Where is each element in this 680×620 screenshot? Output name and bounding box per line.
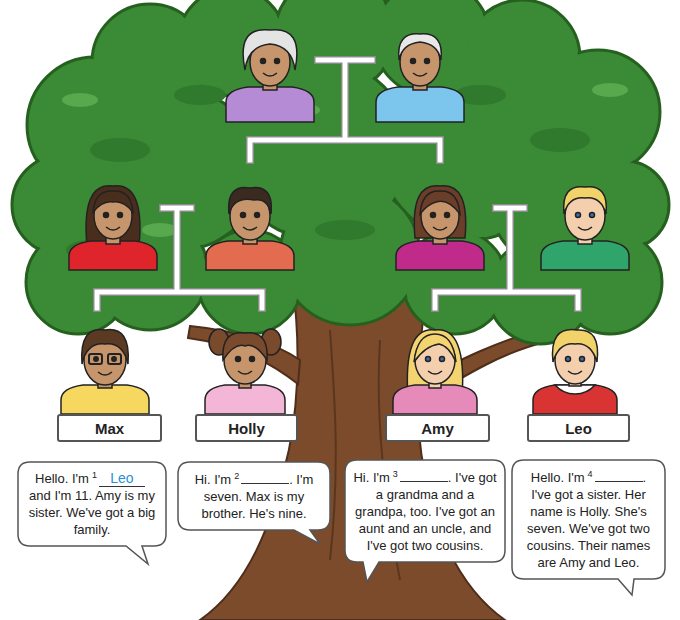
question-number: 2 (234, 471, 239, 481)
name-label: Amy (421, 420, 454, 437)
question-number: 4 (588, 469, 593, 479)
answer-blank (400, 468, 448, 482)
answer-text: Leo (110, 470, 133, 486)
question-number: 1 (92, 470, 97, 480)
name-plate: Holly (195, 414, 298, 442)
answer-blank (241, 470, 289, 484)
speech-bubble: Hello. I'm4. I've got a sister. Her name… (512, 460, 665, 579)
bubble-text: Hello. I'm1 Leo and I'm 11. Amy is my sist… (18, 462, 166, 546)
answer-blank: Leo (99, 471, 145, 487)
bubble-text: Hello. I'm4. I've got a sister. Her name… (512, 460, 665, 579)
name-label: Leo (565, 420, 592, 437)
bubble-text-line: Hello. I'm (531, 470, 585, 485)
answer-blank (595, 468, 643, 482)
name-plate: Max (57, 414, 162, 442)
bubble-shape (178, 462, 330, 544)
name-label: Holly (228, 420, 265, 437)
bubble-text: Hi. I'm3. I've got a grandma and a grand… (345, 460, 505, 562)
bubble-text-line: Hi. I'm (353, 470, 389, 485)
question-number: 3 (393, 469, 398, 479)
bubble-shape (512, 460, 665, 595)
bubble-text-line: Hi. I'm (195, 472, 231, 487)
name-plate: Leo (527, 414, 630, 442)
bubble-shape (18, 462, 166, 564)
name-label: Max (95, 420, 124, 437)
speech-bubble: Hi. I'm3. I've got a grandma and a grand… (345, 460, 505, 562)
name-plate: Amy (385, 414, 490, 442)
bubble-text: Hi. I'm2. I'm seven. Max is my brother. … (178, 462, 330, 530)
speech-bubble: Hi. I'm2. I'm seven. Max is my brother. … (178, 462, 330, 530)
speech-bubble: Hello. I'm1 Leo and I'm 11. Amy is my sist… (18, 462, 166, 546)
bubble-text-line: and I'm 11. Amy is my sister. We've got … (29, 488, 156, 537)
bubble-shape (345, 460, 505, 582)
bubble-text-line: . I've got a sister. Her name is Holly. … (527, 470, 650, 570)
bubble-text-line: Hello. I'm (35, 471, 89, 486)
